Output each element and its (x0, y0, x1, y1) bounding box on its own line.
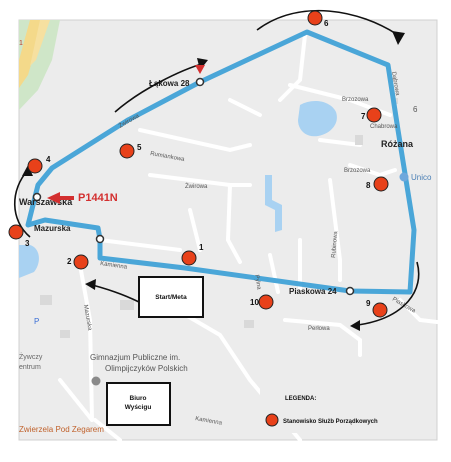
lake-left (19, 245, 39, 278)
street-label-zwirowa: Żwirowa (185, 183, 208, 190)
poi-shop: Zwierzela Pod Zegarem (19, 425, 104, 434)
street-piaskowa: Piaskowa 24 (289, 287, 337, 296)
street-rozana: Różana (381, 139, 414, 149)
pond-top (298, 100, 337, 137)
poi-left-code: P (34, 317, 39, 326)
highway-ramp-2 (30, 20, 50, 66)
street-label-pylna: Pylna (253, 274, 262, 290)
school-name-line2: Olimpijczyków Polskich (105, 364, 188, 373)
road-marker-arrow (47, 192, 74, 204)
station-6-marker (307, 10, 323, 26)
school-name-line1: Gimnazjum Publiczne im. (90, 353, 180, 362)
street-label-mazurska-b: Mazurska (82, 304, 93, 331)
route-warning-marker (195, 65, 205, 74)
arrow-top-right (256, 9, 399, 36)
canal (265, 175, 282, 232)
station-4-marker (27, 158, 43, 174)
legend-item-label: Stanowisko Służb Porządkowych (283, 419, 378, 425)
waypoint-piaskowa (345, 286, 355, 296)
station-6-label: 6 (324, 19, 329, 28)
poi-left-2: entrum (19, 364, 41, 371)
street-label-brzozowa-b: Brzozowa (344, 168, 371, 174)
map-right-mark: 6 (413, 105, 418, 114)
station-10-label: 10 (250, 298, 259, 307)
street-label-perlowa: Perłowa (308, 326, 330, 332)
station-7-marker (366, 107, 382, 123)
road-code-p1441n: P1441N (78, 192, 118, 204)
street-label-chabrowa: Chabrowa (370, 124, 398, 130)
poi-left-1: Żywczy (19, 352, 43, 361)
street-warszawska: Warszawska (19, 197, 73, 207)
arrow-left (13, 169, 31, 238)
race-route (25, 29, 417, 295)
legend: LEGENDA: Stanowisko Służb Porządkowych (260, 385, 410, 433)
station-3-label: 3 (25, 239, 30, 248)
street-label-brzozowa-a: Brzozowa (342, 97, 369, 103)
waypoint-lakowa (195, 77, 205, 87)
street-label-rubinowa: Rubinowa (331, 230, 339, 258)
station-7-label: 7 (361, 112, 366, 121)
arrow-right-bottom (357, 261, 420, 326)
station-3-marker (8, 224, 24, 240)
school-pin-icon (91, 376, 101, 386)
street-label-kamienna: Kamienna (100, 261, 128, 271)
legend-title: LEGENDA: (285, 396, 316, 402)
map-corner-number: 1 (19, 40, 23, 47)
poi-unico: Unico (411, 173, 432, 182)
legend-station-icon (265, 413, 279, 427)
stations (8, 10, 389, 318)
station-8-label: 8 (366, 181, 371, 190)
station-1-marker (181, 250, 197, 266)
arrowhead-left (22, 165, 33, 176)
station-1-label: 1 (199, 243, 204, 252)
station-2-label: 2 (67, 257, 72, 266)
waypoint-warszawska (32, 192, 42, 202)
arrow-heads (22, 31, 405, 331)
station-9-marker (372, 302, 388, 318)
race-office-line1: Biuro (130, 395, 147, 402)
route-waypoints (32, 77, 355, 296)
waypoint-mazurska (95, 234, 105, 244)
station-4-label: 4 (46, 155, 51, 164)
school-poi: Gimnazjum Publiczne im. Olimpijczyków Po… (90, 353, 188, 386)
station-2-marker (73, 254, 89, 270)
arrowhead-right-bottom (350, 320, 360, 331)
street-mazurska: Mazurska (34, 224, 71, 233)
start-finish-label: Start/Meta (155, 294, 187, 301)
station-9-label: 9 (366, 299, 371, 308)
arrowhead-start (85, 279, 96, 290)
station-8-marker (373, 176, 389, 192)
station-5-marker (119, 143, 135, 159)
street-label-kamienna-b: Kamienna (195, 416, 223, 427)
race-office-line2: Wyścigu (125, 404, 152, 411)
start-finish-box: Start/Meta (138, 276, 204, 318)
street-label-dabrowa: Dąbrowa (390, 71, 400, 96)
station-5-label: 5 (137, 143, 142, 152)
shop-pin-icon (399, 172, 409, 182)
station-10-marker (258, 294, 274, 310)
street-lakowa: Łąkowa 28 (149, 79, 190, 88)
race-office-box: Biuro Wyścigu (106, 382, 171, 426)
arrowhead-top-right (392, 31, 405, 45)
